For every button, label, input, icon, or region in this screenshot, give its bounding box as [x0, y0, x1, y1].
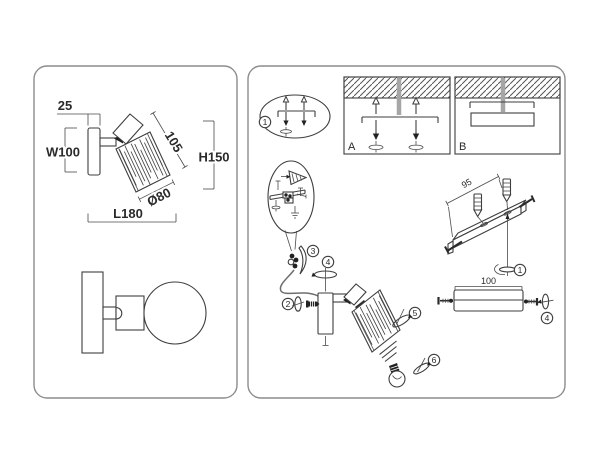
step3-wire-connection: 3 [287, 244, 320, 275]
variant-a-label: A [348, 141, 356, 153]
step-badge-3: 3 [306, 244, 320, 258]
step4-top-screw: 4 [311, 255, 338, 292]
screw-washer-a-right [408, 141, 424, 153]
dim-bracket-length: 100 [454, 275, 523, 290]
screw-left [437, 297, 453, 305]
left-panel: 25 W100 105 H150 Ø80 [33, 65, 238, 399]
wall-plate-side [87, 127, 101, 176]
step2-side-screw: 2 [281, 296, 320, 312]
arm-side [99, 137, 117, 147]
lamp-head-side [112, 113, 144, 145]
terminal-block [282, 191, 294, 204]
screw-washer-a-left [368, 141, 384, 153]
arrows-up-a [371, 96, 421, 114]
step-6-label: 6 [432, 355, 437, 365]
bracket-slot-right [503, 210, 512, 216]
screw-right [524, 298, 539, 306]
step-badge-4: 4 [321, 255, 335, 269]
ground-symbol [291, 206, 299, 219]
arm-cap-arc [115, 306, 123, 320]
step6-insert-bulb: 6 [413, 353, 441, 375]
wall-anchor-left [473, 193, 484, 224]
bracket-3d-view: 95 1 [444, 173, 536, 277]
wall-plate-front [81, 271, 104, 354]
wire-twist-shape [298, 245, 307, 275]
bulb-icon [388, 363, 406, 388]
ceiling-hatch-b [454, 76, 561, 99]
plate-width-label: W100 [46, 145, 80, 160]
canopy-b [470, 112, 535, 127]
callout-leader-right [294, 230, 297, 250]
wiring-screws [275, 180, 307, 199]
arrows-down-a [372, 120, 420, 140]
plate-depth-label: 25 [58, 98, 72, 113]
arrows-up [282, 95, 308, 110]
lamp-front-view [81, 271, 207, 354]
dim-total-height: H150 [196, 120, 232, 190]
screw-2-icon [306, 300, 320, 308]
socket-rings [379, 340, 397, 362]
step-4b-label: 4 [545, 313, 550, 323]
assembly-wall-plate [317, 292, 334, 335]
rotate-arrow-2 [294, 296, 302, 312]
callout-leader-left [284, 230, 292, 252]
assembly-lamp: 4 2 [279, 255, 441, 388]
mounting-option-b: B [454, 76, 561, 155]
right-panel: 1 [247, 65, 566, 399]
shade-grain-texture-2 [355, 295, 396, 345]
screw-tilted-right [518, 195, 536, 208]
assembly-wire [279, 269, 319, 297]
lamp-shade-side [115, 131, 171, 193]
step-badge-1: 1 [258, 115, 272, 129]
step-1-label: 1 [263, 117, 268, 127]
arrows-down [283, 112, 307, 126]
wall-anchor-right [502, 178, 512, 211]
step-2-label: 2 [286, 299, 291, 309]
left-panel-border [33, 65, 238, 399]
dim-total-length: L180 [87, 204, 177, 223]
rotate-arc-1 [494, 264, 506, 276]
step-3-label: 3 [311, 246, 316, 256]
rotate-symbol-4b [537, 293, 554, 310]
assembly-shade [351, 289, 401, 353]
step-5-label: 5 [413, 308, 418, 318]
socket-box-front [115, 295, 145, 331]
dim-plate-width: W100 [44, 127, 82, 173]
dim-plate-depth: 25 [56, 96, 101, 126]
callout-mounting-bracket: 1 [258, 94, 331, 139]
lamp-side-view [87, 113, 171, 193]
step-badge-5: 5 [408, 306, 422, 320]
callout-wiring [267, 160, 315, 252]
step-badge-2: 2 [281, 297, 295, 311]
total-length-label: L180 [113, 206, 143, 221]
screw-tilted-left [444, 240, 463, 254]
step-4-label: 4 [326, 257, 331, 267]
mounting-option-a: A [343, 76, 451, 155]
bracket-front-view: 100 [437, 275, 554, 325]
total-height-label: H150 [198, 150, 229, 165]
step5-rotate-shade: 5 [392, 306, 422, 328]
variant-b-label: B [459, 141, 466, 153]
washer-screw-small [271, 200, 281, 212]
step-badge-1b: 1 [513, 263, 527, 277]
shade-grain-texture [119, 137, 164, 186]
bracket-length-label: 100 [481, 276, 496, 286]
arm-front [102, 306, 117, 320]
screw-washer-icon [280, 127, 292, 137]
bulb-sphere-front [143, 281, 207, 345]
step-1b-label: 1 [518, 265, 523, 275]
assembly-head [343, 283, 367, 306]
step-badge-6: 6 [427, 353, 441, 367]
step-badge-4b: 4 [540, 311, 554, 325]
bracket-slot-left [479, 221, 489, 228]
warning-triangle-icon [281, 170, 308, 186]
